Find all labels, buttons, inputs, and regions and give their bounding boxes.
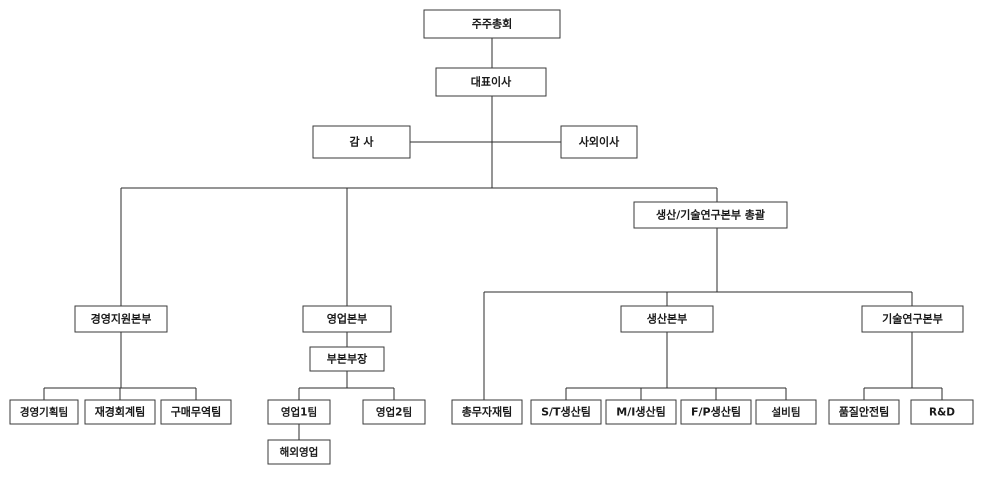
node-box-finance-accounting-team xyxy=(84,399,156,425)
node-label-prod-tech-general: 생산/기술연구본부 총괄 xyxy=(656,208,765,222)
node-label-tech-research-div: 기술연구본부 xyxy=(882,312,943,326)
node-box-sales-team-1 xyxy=(267,399,331,425)
node-label-general-affairs-materials-team: 총무자재팀 xyxy=(462,405,513,419)
org-node-purchasing-trade-team[interactable]: 구매무역팀 xyxy=(160,399,232,425)
org-node-outside-director[interactable]: 사외이사 xyxy=(560,125,638,159)
node-box-ceo xyxy=(435,67,547,97)
node-label-finance-accounting-team: 재경회계팀 xyxy=(95,405,146,419)
org-node-sales-team-1[interactable]: 영업1팀 xyxy=(267,399,331,425)
node-box-facility-team xyxy=(755,399,817,425)
node-box-general-affairs-materials-team xyxy=(451,399,523,425)
org-node-production-div[interactable]: 생산본부 xyxy=(620,305,714,333)
node-box-mi-production-team xyxy=(605,399,677,425)
org-node-overseas-sales[interactable]: 해외영업 xyxy=(267,439,331,465)
node-box-purchasing-trade-team xyxy=(160,399,232,425)
node-box-sales-team-2 xyxy=(362,399,426,425)
org-node-rnd[interactable]: R&D xyxy=(910,399,974,425)
org-node-fp-production-team[interactable]: F/P생산팀 xyxy=(680,399,752,425)
node-label-fp-production-team: F/P생산팀 xyxy=(691,405,741,419)
node-label-shareholders-meeting: 주주총회 xyxy=(472,17,512,31)
node-box-mgmt-planning-team xyxy=(9,399,79,425)
node-box-production-div xyxy=(620,305,714,333)
node-label-deputy-gm: 부본부장 xyxy=(327,352,367,366)
org-node-general-affairs-materials-team[interactable]: 총무자재팀 xyxy=(451,399,523,425)
connector-lines-group xyxy=(43,38,943,440)
node-label-mgmt-planning-team: 경영기획팀 xyxy=(20,406,68,419)
org-node-finance-accounting-team[interactable]: 재경회계팀 xyxy=(84,399,156,425)
node-box-quality-safety-team xyxy=(828,399,900,425)
org-node-sales-div[interactable]: 영업본부 xyxy=(302,305,392,333)
node-label-rnd: R&D xyxy=(929,407,955,419)
node-box-deputy-gm xyxy=(309,346,385,372)
node-box-tech-research-div xyxy=(861,305,964,333)
node-box-fp-production-team xyxy=(680,399,752,425)
node-label-sales-div: 영업본부 xyxy=(327,313,367,326)
org-node-sales-team-2[interactable]: 영업2팀 xyxy=(362,399,426,425)
org-node-st-production-team[interactable]: S/T생산팀 xyxy=(530,399,602,425)
node-box-st-production-team xyxy=(530,399,602,425)
node-box-prod-tech-general xyxy=(633,201,788,229)
node-box-overseas-sales xyxy=(267,439,331,465)
org-node-auditor[interactable]: 감 사 xyxy=(312,125,411,159)
node-label-ceo: 대표이사 xyxy=(471,75,512,89)
node-box-sales-div xyxy=(302,305,392,333)
org-node-facility-team[interactable]: 설비팀 xyxy=(755,399,817,425)
node-label-overseas-sales: 해외영업 xyxy=(280,446,319,459)
org-node-prod-tech-general[interactable]: 생산/기술연구본부 총괄 xyxy=(633,201,788,229)
node-label-outside-director: 사외이사 xyxy=(579,135,620,149)
node-label-mi-production-team: M/I생산팀 xyxy=(616,405,665,419)
org-node-mgmt-support-div[interactable]: 경영지원본부 xyxy=(74,305,168,333)
org-node-mgmt-planning-team[interactable]: 경영기획팀 xyxy=(9,399,79,425)
org-node-shareholders-meeting[interactable]: 주주총회 xyxy=(423,9,561,39)
org-node-tech-research-div[interactable]: 기술연구본부 xyxy=(861,305,964,333)
node-label-facility-team: 설비팀 xyxy=(772,406,801,419)
org-node-deputy-gm[interactable]: 부본부장 xyxy=(309,346,385,372)
node-label-purchasing-trade-team: 구매무역팀 xyxy=(171,405,222,419)
node-box-rnd xyxy=(910,399,974,425)
org-node-quality-safety-team[interactable]: 품질안전팀 xyxy=(828,399,900,425)
node-label-production-div: 생산본부 xyxy=(647,312,687,326)
node-box-shareholders-meeting xyxy=(423,9,561,39)
node-label-sales-team-2: 영업2팀 xyxy=(376,406,412,419)
node-label-quality-safety-team: 품질안전팀 xyxy=(839,405,890,419)
node-label-st-production-team: S/T생산팀 xyxy=(541,405,591,419)
node-box-outside-director xyxy=(560,125,638,159)
node-box-mgmt-support-div xyxy=(74,305,168,333)
node-box-auditor xyxy=(312,125,411,159)
node-label-mgmt-support-div: 경영지원본부 xyxy=(91,312,152,326)
org-node-mi-production-team[interactable]: M/I생산팀 xyxy=(605,399,677,425)
org-node-ceo[interactable]: 대표이사 xyxy=(435,67,547,97)
node-label-auditor: 감 사 xyxy=(349,135,374,149)
node-label-sales-team-1: 영업1팀 xyxy=(281,406,317,419)
